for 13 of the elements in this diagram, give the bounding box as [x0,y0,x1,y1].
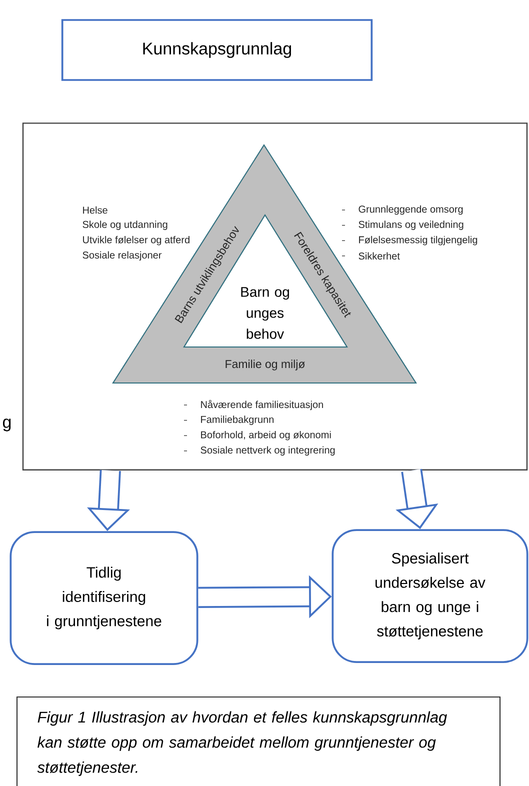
list-item: Sikkerhet [358,252,400,260]
rounded-box: Tidlig identifisering i grunntjenestene [10,531,198,665]
list-item: Sosiale nettverk og integrering [200,446,335,456]
list-item: Familiebakgrunn [201,416,274,425]
caption-box: Figur 1 Illustrasjon av hvordan et felles kunnskapsgrunnlag kan støtte opp om samarbeidet mellom grunntjenester og støttetjenester. [16,696,501,786]
list-item: Boforhold, arbeid og økonomi [201,430,331,440]
center-text: Barn og unges behov [241,287,289,339]
title-box: Kunnskapsgrunnlag [61,19,373,81]
frame-box [22,122,528,470]
list-item: Helse [83,206,108,214]
list-item: Nåværende familiesituasjon [201,400,323,410]
fragment-text: g [2,418,11,432]
rounded-box: Spesialisert undersøkelse av barn og unge i støttetjenestene [332,529,528,663]
